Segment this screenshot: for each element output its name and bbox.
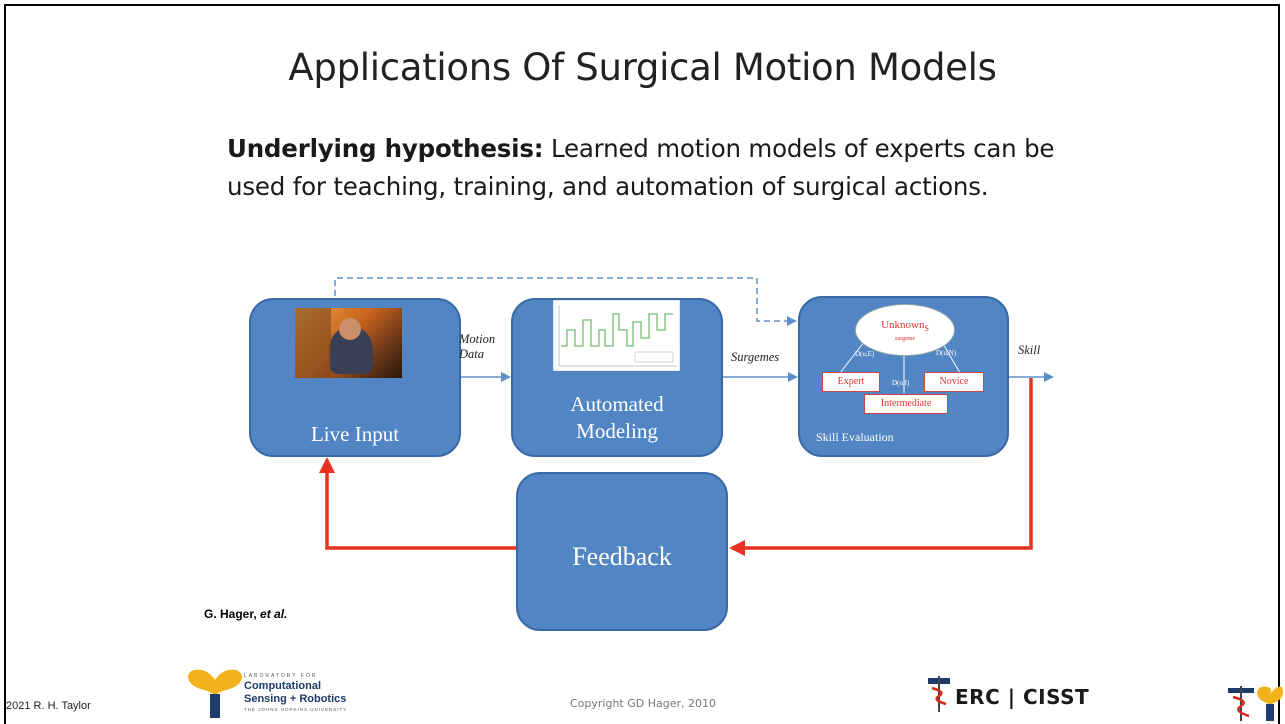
erc-caduceus-icon — [928, 676, 950, 712]
novice-node: Novice — [924, 372, 984, 392]
automated-label-line2: Modeling — [576, 419, 658, 443]
slide-frame — [4, 4, 1280, 724]
motion-data-label: Motion Data — [459, 332, 495, 362]
hypothesis-label: Underlying hypothesis: — [227, 134, 544, 163]
unknown-label: Unknown — [881, 319, 925, 331]
lcsr-top: LABORATORY FOR — [244, 673, 318, 679]
corner-logos-icon — [1228, 686, 1283, 721]
hypothesis-text: Underlying hypothesis: Learned motion mo… — [227, 130, 1127, 206]
lcsr-logo-icon — [188, 669, 242, 718]
lcsr-line1: Computational — [244, 680, 321, 692]
lcsr-line2: Sensing + Robotics — [244, 693, 347, 705]
surgemes-label: Surgemes — [731, 350, 780, 364]
motion-label-line1: Motion — [459, 332, 496, 346]
credit-name: G. Hager, — [204, 607, 261, 621]
intermediate-node: Intermediate — [864, 394, 948, 414]
unknown-subscript: S — [924, 324, 929, 334]
lcsr-logo-text: LABORATORY FOR Computational Sensing + R… — [244, 672, 347, 714]
motion-label-line2: Data — [459, 347, 484, 361]
feedback-return-arrow — [319, 457, 517, 550]
live-input-label: Live Input — [310, 422, 400, 446]
slide-title: Applications Of Surgical Motion Models — [288, 46, 997, 89]
hypothesis-line1: Learned motion models of experts can be — [543, 134, 1055, 163]
feedback-box: Feedback — [516, 472, 728, 631]
feedback-label: Feedback — [572, 542, 672, 571]
skill-evaluation-box: UnknownS surgeme D(u,E) D(u,N) D(u,I) Ex… — [798, 296, 1009, 457]
unknown-surgeme-node: UnknownS surgeme — [855, 304, 955, 356]
distance-expert-label: D(u,E) — [855, 350, 875, 358]
unknown-small-label: surgeme — [894, 336, 916, 342]
credit-text: G. Hager, et al. — [204, 607, 287, 621]
expert-node: Expert — [822, 372, 880, 392]
footer-copyright: Copyright GD Hager, 2010 — [570, 697, 717, 710]
erc-cisst-logo: ERC | CISST — [955, 685, 1090, 709]
lcsr-bottom: THE JOHNS HOPKINS UNIVERSITY — [244, 707, 348, 712]
automated-label-line1: Automated — [570, 392, 664, 416]
surgeme-plot-thumbnail — [553, 300, 680, 371]
distance-intermediate-label: D(u,I) — [892, 379, 910, 387]
hypothesis-line2: used for teaching, training, and automat… — [227, 172, 989, 201]
skill-label: Skill — [1018, 343, 1041, 357]
dashed-bypass-arrow — [334, 277, 797, 326]
surgeon-console-photo — [295, 308, 402, 378]
live-input-box: Live Input — [249, 298, 461, 457]
credit-etal: et al. — [260, 607, 288, 621]
footer-author: 2021 R. H. Taylor — [6, 700, 91, 712]
skill-evaluation-label: Skill Evaluation — [816, 430, 894, 444]
automated-modeling-box: Automated Modeling — [511, 298, 723, 457]
distance-novice-label: D(u,N) — [936, 349, 957, 357]
feedback-loop-arrow — [729, 378, 1033, 556]
